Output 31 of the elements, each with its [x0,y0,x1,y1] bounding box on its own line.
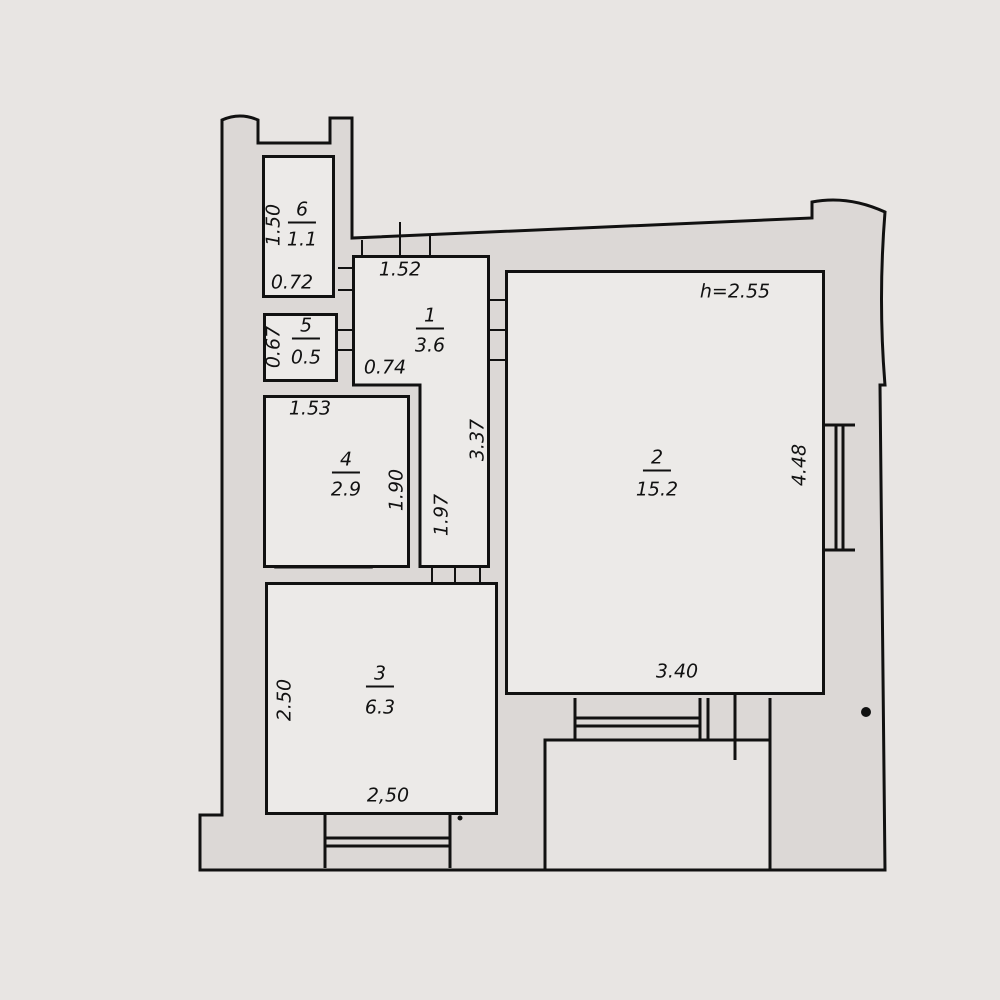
ceiling-height-label: h=2.55 [700,282,770,302]
dimension-label: 1.50 [264,204,284,246]
dimension-label: 3.37 [468,418,488,462]
dimension-label: 3.40 [656,662,698,682]
dimension-label: 4.48 [790,444,810,486]
room-number: 2 [642,448,672,472]
room [265,582,498,815]
dimension-label: 2.50 [276,678,294,722]
room-area: 3.6 [414,336,446,356]
dimension-label: 2,50 [366,786,410,806]
dimension-label: 1.97 [432,494,452,536]
room-area: 15.2 [636,480,678,500]
dimension-label: 0.72 [270,274,314,292]
dimension-label: 0.74 [364,358,406,378]
room-number: 4 [332,450,360,474]
room-number: 6 [288,200,316,224]
dimension-label: 1.90 [388,468,406,512]
room-area: 6.3 [364,698,396,718]
room [263,313,338,382]
room-number: 5 [292,316,320,340]
dimension-label: 0.67 [264,326,284,368]
dimension-label: 1.52 [378,260,422,280]
room-number: 1 [416,306,444,330]
room [262,155,335,298]
room-number: 3 [366,664,394,688]
room-area: 2.9 [330,480,362,500]
room [263,395,410,568]
room-area: 1.1 [286,230,318,250]
room [505,270,825,695]
dimension-label: 1.53 [288,400,332,418]
room-area: 0.5 [290,348,322,368]
